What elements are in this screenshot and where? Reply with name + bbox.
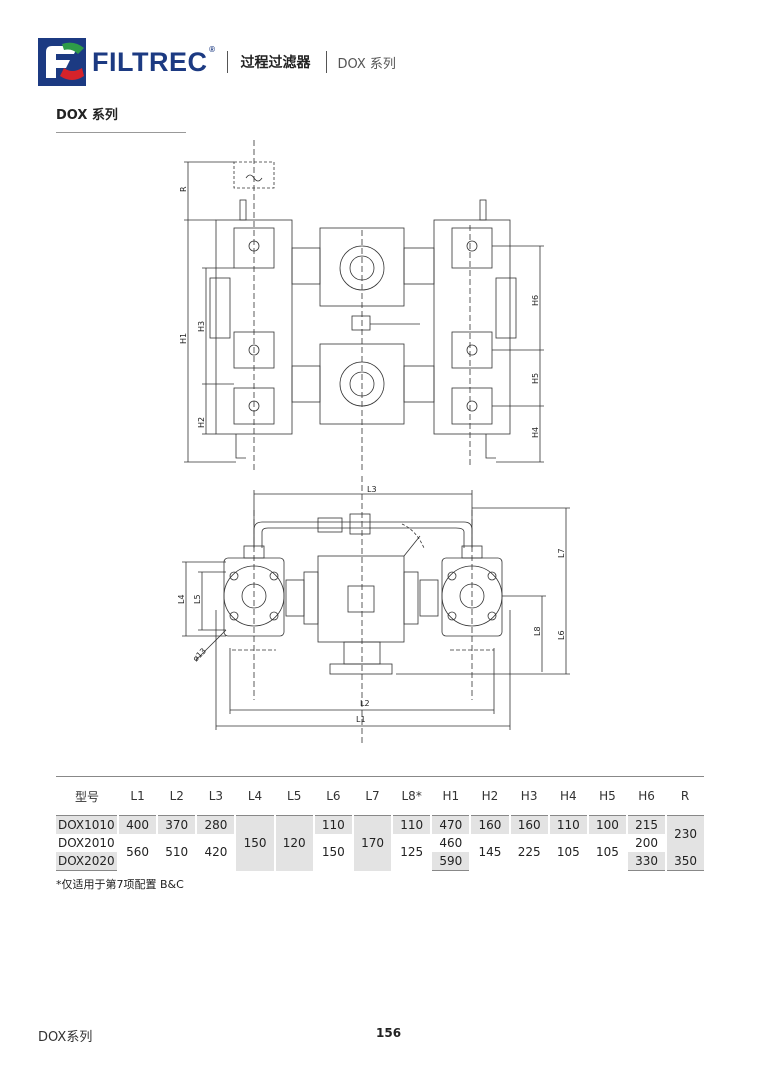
cell-h1: 470: [431, 815, 472, 834]
cell-l4: 150: [235, 815, 276, 871]
header-l7: L7: [352, 776, 393, 816]
cell-model: DOX2020: [56, 852, 119, 871]
cell-l2: 510: [157, 834, 198, 871]
dim-h2-label: H2: [197, 417, 206, 428]
header-title: 过程过滤器: [240, 55, 311, 71]
dim-h1-label: H1: [179, 333, 188, 344]
header-divider: [227, 51, 229, 73]
dim-l3-label: L3: [367, 485, 377, 494]
header-r: R: [666, 776, 704, 816]
table-row: DOX1010 400 370 280 150 120 110 170 110 …: [56, 815, 704, 871]
cell-h3: 225: [509, 834, 550, 871]
cell-h2: 160: [470, 815, 511, 834]
dim-h6-label: H6: [531, 295, 540, 306]
cell-model: DOX1010: [56, 815, 119, 834]
dim-l4-label: L4: [177, 594, 186, 604]
header-h2: H2: [470, 776, 510, 816]
table-row: DOX2020 590 330 350: [56, 852, 704, 871]
dim-l5-label: L5: [193, 594, 202, 604]
header-h1: H1: [431, 776, 471, 816]
dim-l6-label: L6: [557, 630, 566, 640]
cell-h2: 145: [470, 834, 511, 871]
dim-l2-label: L2: [360, 699, 370, 708]
cell-l3: 420: [196, 834, 237, 871]
section-title: DOX 系列: [56, 108, 118, 123]
header-l2: L2: [157, 776, 197, 816]
dim-hole-label: ø13: [191, 646, 208, 663]
cell-l6: 110: [313, 815, 354, 834]
cell-l6: 150: [313, 834, 354, 871]
cell-h1: 590: [431, 852, 472, 871]
cell-r: 230: [666, 815, 704, 852]
dim-l7-label: L7: [557, 548, 566, 558]
dim-h3-label: H3: [197, 321, 206, 332]
cell-model: DOX2010: [56, 834, 119, 852]
cell-r: 350: [666, 852, 704, 871]
cell-h6: 215: [627, 815, 668, 834]
footer-series: DOX系列: [38, 1030, 93, 1045]
cell-l7: 170: [352, 815, 394, 871]
header-l6: L6: [313, 776, 353, 816]
header-divider-2: [326, 51, 328, 73]
technical-drawing: R H1 H3 H2 H6 H5 H4 L3 L2 L1 L4 L5 L7 L8…: [177, 140, 570, 745]
header-model: 型号: [56, 776, 118, 816]
header-l5: L5: [274, 776, 314, 816]
cell-h6: 200: [627, 834, 668, 852]
cell-l3: 280: [196, 815, 237, 834]
section-rule: [56, 132, 186, 133]
table-footnote: *仅适用于第7项配置 B&C: [56, 878, 184, 891]
cell-h1: 460: [431, 834, 472, 852]
dim-l8-label: L8: [533, 626, 542, 636]
cell-h4: 105: [548, 834, 589, 871]
header-h6: H6: [627, 776, 667, 816]
cell-h5: 100: [587, 815, 629, 834]
header-l1: L1: [118, 776, 158, 816]
filtrec-logo-icon: [38, 38, 86, 86]
page-header: FILTREC® 过程过滤器 DOX 系列: [38, 38, 396, 86]
header-l3: L3: [196, 776, 236, 816]
header-h5: H5: [587, 776, 628, 816]
cell-l1: 560: [118, 834, 159, 871]
brand-name: FILTREC®: [92, 44, 216, 77]
header-series: DOX 系列: [337, 56, 396, 72]
page-number: 156: [376, 1026, 402, 1040]
dimensions-table: 型号 L1 L2 L3 L4 L5 L6 L7 L8* H1 H2 H3 H4 …: [56, 776, 704, 871]
cell-l8: 110: [392, 815, 433, 834]
header-h4: H4: [548, 776, 588, 816]
cell-l1: 400: [118, 815, 159, 834]
cell-h5: 105: [587, 834, 629, 871]
header-l8: L8*: [392, 776, 432, 816]
cell-l8: 125: [392, 834, 433, 871]
cell-l5: 120: [274, 815, 315, 871]
dim-r-label: R: [179, 186, 188, 192]
table-header-row: 型号 L1 L2 L3 L4 L5 L6 L7 L8* H1 H2 H3 H4 …: [56, 776, 704, 816]
dim-h4-label: H4: [531, 427, 540, 438]
header-h3: H3: [509, 776, 549, 816]
dim-l1-label: L1: [356, 715, 366, 724]
dim-h5-label: H5: [531, 373, 540, 384]
header-l4: L4: [235, 776, 275, 816]
cell-h4: 110: [548, 815, 589, 834]
cell-l2: 370: [157, 815, 198, 834]
table-row: DOX2010 560 510 420 150 125 460 145 225 …: [56, 834, 704, 871]
cell-h6: 330: [627, 852, 668, 871]
cell-h3: 160: [509, 815, 550, 834]
